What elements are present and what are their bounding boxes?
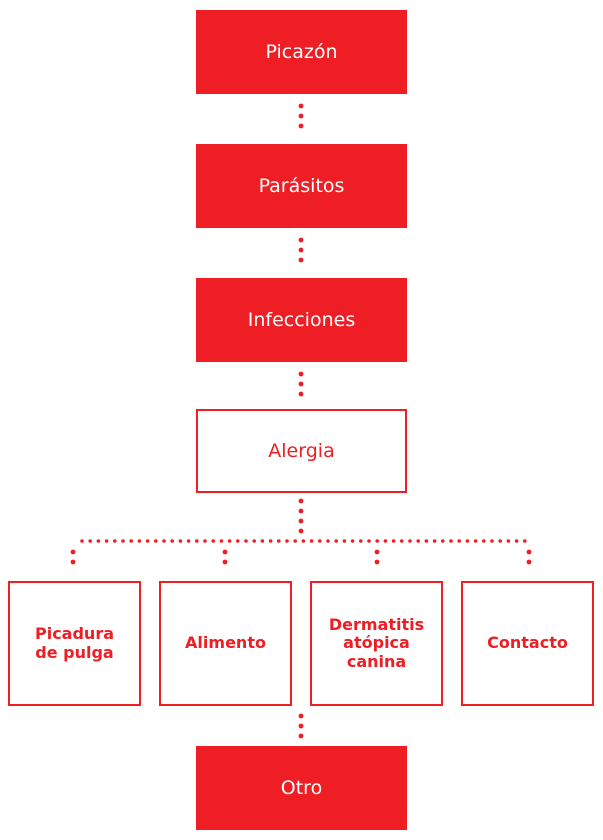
branch-dot xyxy=(96,539,101,543)
branch-dot xyxy=(441,539,445,543)
branch-dot xyxy=(162,539,166,543)
branch-dot xyxy=(145,539,150,543)
node-picazon: Picazón xyxy=(196,10,407,94)
connector-infecciones-alergia xyxy=(298,371,304,397)
branch-dot xyxy=(293,539,298,543)
branch-dot xyxy=(277,539,281,543)
node-dermatitis-atopica-canina-label: Dermatitis atópica canina xyxy=(328,614,425,671)
branch-dot xyxy=(170,539,174,543)
branch-dot xyxy=(318,539,322,543)
node-otro-label: Otro xyxy=(280,776,323,799)
branch-dot xyxy=(211,539,215,543)
branch-dot xyxy=(195,539,199,543)
branch-dot xyxy=(334,539,339,543)
branch-dot xyxy=(375,539,380,543)
branch-drop-4 xyxy=(526,549,532,565)
branch-dot xyxy=(416,539,421,543)
node-alimento: Alimento xyxy=(159,581,292,706)
node-alergia-label: Alergia xyxy=(268,439,335,462)
node-contacto-label: Contacto xyxy=(487,633,568,653)
connector-types-otro xyxy=(298,713,304,739)
branch-dot xyxy=(342,539,347,543)
branch-dot xyxy=(383,539,388,543)
branch-drop-1 xyxy=(70,549,76,565)
node-parasitos-label: Parásitos xyxy=(258,174,345,197)
node-picazon-label: Picazón xyxy=(265,40,338,63)
node-infecciones-label: Infecciones xyxy=(247,308,356,331)
branch-dot xyxy=(244,539,248,543)
branch-dot xyxy=(301,539,306,543)
branch-dot xyxy=(482,539,486,543)
branch-dot xyxy=(326,539,330,543)
branch-horizontal-line xyxy=(80,539,527,543)
branch-dot xyxy=(137,539,142,543)
connector-picazon-parasitos xyxy=(298,103,304,129)
branch-dot xyxy=(129,539,133,543)
branch-dot xyxy=(465,539,470,543)
branch-dot xyxy=(400,539,404,543)
branch-dot xyxy=(80,539,84,543)
branch-dot xyxy=(391,539,396,543)
branch-dot xyxy=(186,539,191,543)
branch-dot xyxy=(490,539,494,543)
branch-dot xyxy=(432,539,437,543)
branch-dot xyxy=(359,539,363,543)
branch-dot xyxy=(104,539,109,543)
branch-dot xyxy=(514,539,519,543)
branch-dot xyxy=(227,539,232,543)
node-alimento-label: Alimento xyxy=(185,633,266,653)
branch-dot xyxy=(309,539,314,543)
branch-dot xyxy=(252,539,256,543)
node-parasitos: Parásitos xyxy=(196,144,407,228)
branch-dot xyxy=(121,539,125,543)
node-contacto: Contacto xyxy=(461,581,594,706)
branch-dot xyxy=(473,539,478,543)
branch-dot xyxy=(449,539,453,543)
branch-dot xyxy=(154,539,158,543)
branch-dot xyxy=(350,539,355,543)
node-dermatitis-atopica-canina: Dermatitis atópica canina xyxy=(310,581,443,706)
branch-dot xyxy=(367,539,371,543)
branch-dot xyxy=(457,539,462,543)
connector-parasitos-infecciones xyxy=(298,237,304,263)
branch-dot xyxy=(523,539,527,543)
node-picadura-de-pulga-label: Picadura de pulga xyxy=(34,624,115,662)
branch-drop-3 xyxy=(374,549,380,565)
branch-dot xyxy=(236,539,240,543)
node-alergia: Alergia xyxy=(196,409,407,493)
branch-dot xyxy=(178,539,183,543)
branch-dot xyxy=(498,539,503,543)
branch-dot xyxy=(506,539,511,543)
branch-dot xyxy=(219,539,224,543)
branch-dot xyxy=(260,539,265,543)
node-picadura-de-pulga: Picadura de pulga xyxy=(8,581,141,706)
branch-dot xyxy=(113,539,117,543)
branch-drop-2 xyxy=(222,549,228,565)
node-infecciones: Infecciones xyxy=(196,278,407,362)
branch-dot xyxy=(88,539,92,543)
branch-dot xyxy=(268,539,273,543)
branch-dot xyxy=(424,539,429,543)
branch-dot xyxy=(408,539,412,543)
branch-dot xyxy=(285,539,289,543)
node-otro: Otro xyxy=(196,746,407,830)
branch-dot xyxy=(203,539,207,543)
connector-alergia-branch xyxy=(298,498,304,534)
